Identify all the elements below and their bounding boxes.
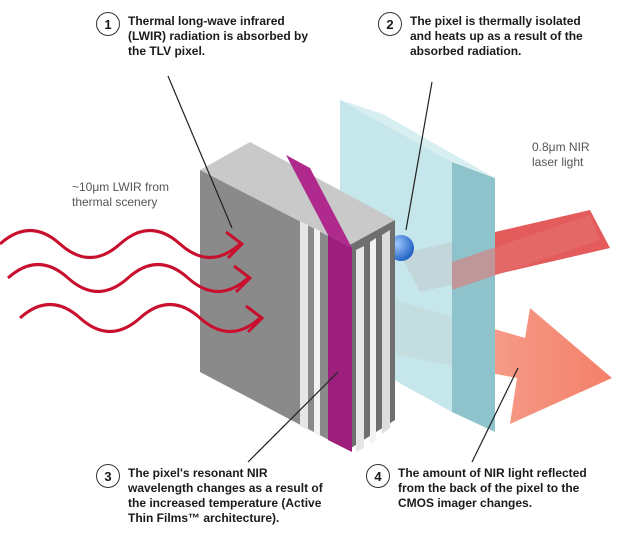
callout-text: The pixel's resonant NIR wavelength chan… [128,466,323,525]
lwir-source-label: ~10μm LWIR from thermal scenery [72,180,170,209]
glass-substrate-side [452,162,495,432]
callout-text: Thermal long-wave infrared (LWIR) radiat… [128,14,309,58]
callout-text: The pixel is thermally isolated and heat… [410,14,583,58]
callout-number: 2 [378,12,402,36]
nir-beam-through-glass [452,215,600,290]
callout-4: 4 The amount of NIR light reflected from… [366,464,587,511]
callout-2: 2 The pixel is thermally isolated and he… [378,12,583,59]
callout-number: 4 [366,464,390,488]
tlv-pixel-block-top [200,142,395,246]
thin-film-layers [286,155,390,452]
callout-number: 1 [96,12,120,36]
callout-1: 1 Thermal long-wave infrared (LWIR) radi… [96,12,309,59]
callout-number: 3 [96,464,120,488]
callout-3: 3 The pixel's resonant NIR wavelength ch… [96,464,323,526]
lwir-wave-arrows [0,229,265,334]
nir-laser-label: 0.8μm NIR laser light [532,140,590,169]
glass-substrate-top [340,100,495,178]
callout-text: The amount of NIR light reflected from t… [398,466,587,510]
leader-lines [167,75,519,463]
